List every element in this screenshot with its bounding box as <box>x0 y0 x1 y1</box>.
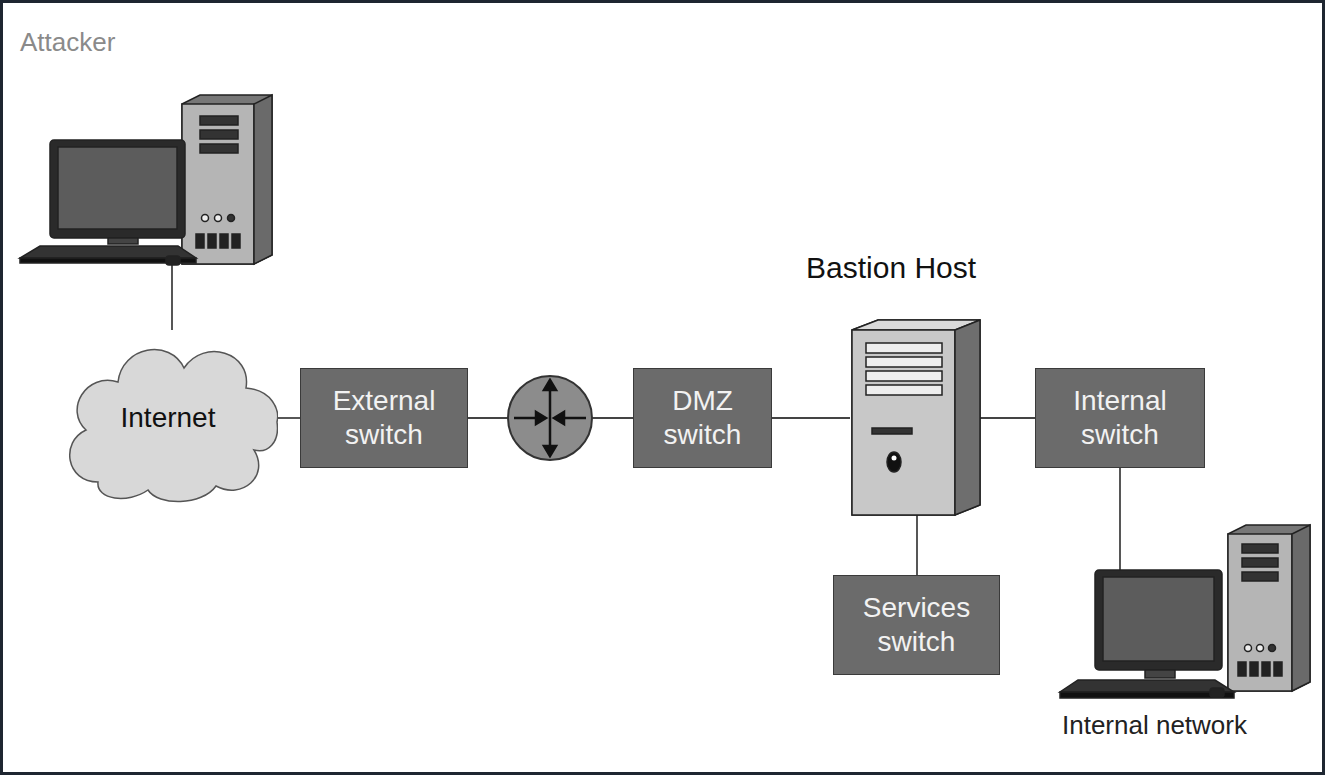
node-heading: Bastion Host <box>806 250 976 286</box>
network-link <box>171 265 173 330</box>
computer-node: Internal network <box>1060 570 1315 700</box>
node-heading: Internal network <box>1062 710 1247 741</box>
switch-box: Internal switch <box>1035 368 1205 468</box>
network-link <box>278 417 300 419</box>
network-link <box>916 515 918 575</box>
switch-label: DMZ switch <box>644 384 761 451</box>
switch-label: External switch <box>311 384 457 451</box>
router-symbol <box>508 376 592 460</box>
network-link <box>980 417 1035 419</box>
cloud-label: Internet <box>121 401 216 435</box>
switch-box: Services switch <box>833 575 1000 675</box>
switch-box: DMZ switch <box>633 368 772 468</box>
network-link <box>1119 468 1121 570</box>
network-link <box>772 417 850 419</box>
switch-box: External switch <box>300 368 468 468</box>
computer-node: Attacker <box>15 95 275 265</box>
attacker-computer <box>20 95 272 265</box>
internal-computer <box>1060 525 1310 698</box>
cloud-node: Internet <box>58 330 278 505</box>
server-tower <box>852 320 980 515</box>
node-heading: Attacker <box>20 27 115 58</box>
switch-label: Internal switch <box>1046 384 1194 451</box>
server-node: Bastion Host <box>850 320 980 515</box>
switch-label: Services switch <box>844 591 989 658</box>
